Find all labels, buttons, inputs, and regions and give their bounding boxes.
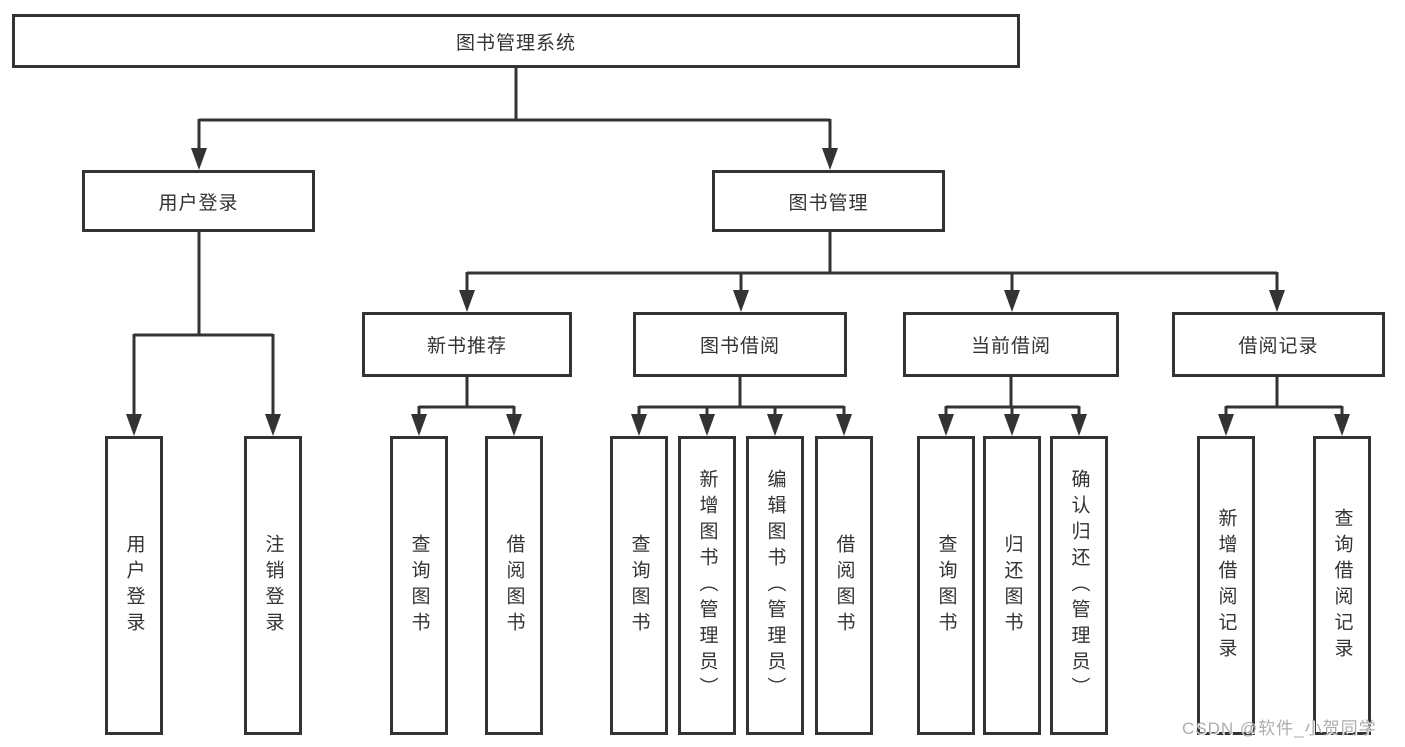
node-label: 确认归还（管理员）: [1068, 468, 1090, 703]
node-root-label: 图书管理系统: [455, 32, 576, 54]
arrow-down-icon: [631, 414, 647, 436]
arrow-down-icon: [1004, 414, 1020, 436]
node-leaf-logout: 注销登录: [244, 436, 302, 735]
node-leaf-confirm-return-admin: 确认归还（管理员）: [1050, 436, 1108, 735]
node-label: 新增借阅记录: [1215, 507, 1237, 664]
node-new-book-recommend: 新书推荐: [362, 312, 572, 377]
arrow-down-icon: [938, 414, 954, 436]
node-label: 查询图书: [628, 533, 650, 638]
node-label: 借阅图书: [833, 533, 855, 638]
node-label: 用户登录: [158, 192, 239, 214]
node-leaf-query-books: 查询图书: [610, 436, 668, 735]
node-borrow-records: 借阅记录: [1172, 312, 1385, 377]
arrow-down-icon: [1218, 414, 1234, 436]
node-leaf-add-books-admin: 新增图书（管理员）: [678, 436, 736, 735]
node-label: 查询图书: [408, 533, 430, 638]
node-leaf-add-borrow-record: 新增借阅记录: [1197, 436, 1255, 735]
arrow-down-icon: [836, 414, 852, 436]
node-leaf-user-login: 用户登录: [105, 436, 163, 735]
arrow-down-icon: [1269, 290, 1285, 312]
arrow-down-icon: [1334, 414, 1350, 436]
node-label: 编辑图书（管理员）: [764, 468, 786, 703]
arrow-down-icon: [822, 148, 838, 170]
node-leaf-query-books: 查询图书: [390, 436, 448, 735]
arrow-down-icon: [1071, 414, 1087, 436]
node-book-management: 图书管理: [712, 170, 945, 232]
node-label: 用户登录: [123, 533, 145, 638]
node-label: 借阅记录: [1238, 336, 1319, 357]
arrow-down-icon: [1004, 290, 1020, 312]
csdn-watermark: CSDN @软件_小贺同学: [1182, 719, 1377, 738]
node-leaf-edit-books-admin: 编辑图书（管理员）: [746, 436, 804, 735]
node-leaf-return-books: 归还图书: [983, 436, 1041, 735]
arrow-down-icon: [411, 414, 427, 436]
node-leaf-query-books: 查询图书: [917, 436, 975, 735]
arrow-down-icon: [191, 148, 207, 170]
arrow-down-icon: [733, 290, 749, 312]
node-current-borrow: 当前借阅: [903, 312, 1119, 377]
arrow-down-icon: [767, 414, 783, 436]
node-label: 借阅图书: [503, 533, 525, 638]
arrow-down-icon: [459, 290, 475, 312]
node-label: 图书借阅: [699, 336, 780, 357]
node-book-borrow: 图书借阅: [633, 312, 847, 377]
node-user-login: 用户登录: [82, 170, 315, 232]
node-label: 归还图书: [1001, 533, 1023, 638]
node-root: 图书管理系统: [12, 14, 1020, 68]
node-label: 注销登录: [262, 533, 284, 638]
arrow-down-icon: [506, 414, 522, 436]
node-label: 查询借阅记录: [1331, 507, 1353, 664]
node-leaf-query-borrow-record: 查询借阅记录: [1313, 436, 1371, 735]
node-label: 查询图书: [935, 533, 957, 638]
arrow-down-icon: [126, 414, 142, 436]
node-label: 当前借阅: [970, 336, 1051, 357]
node-leaf-borrow-books: 借阅图书: [815, 436, 873, 735]
node-leaf-borrow-books: 借阅图书: [485, 436, 543, 735]
arrow-down-icon: [265, 414, 281, 436]
node-label: 新增图书（管理员）: [696, 468, 718, 703]
node-label: 图书管理: [788, 192, 869, 214]
node-label: 新书推荐: [426, 336, 507, 357]
arrow-down-icon: [699, 414, 715, 436]
